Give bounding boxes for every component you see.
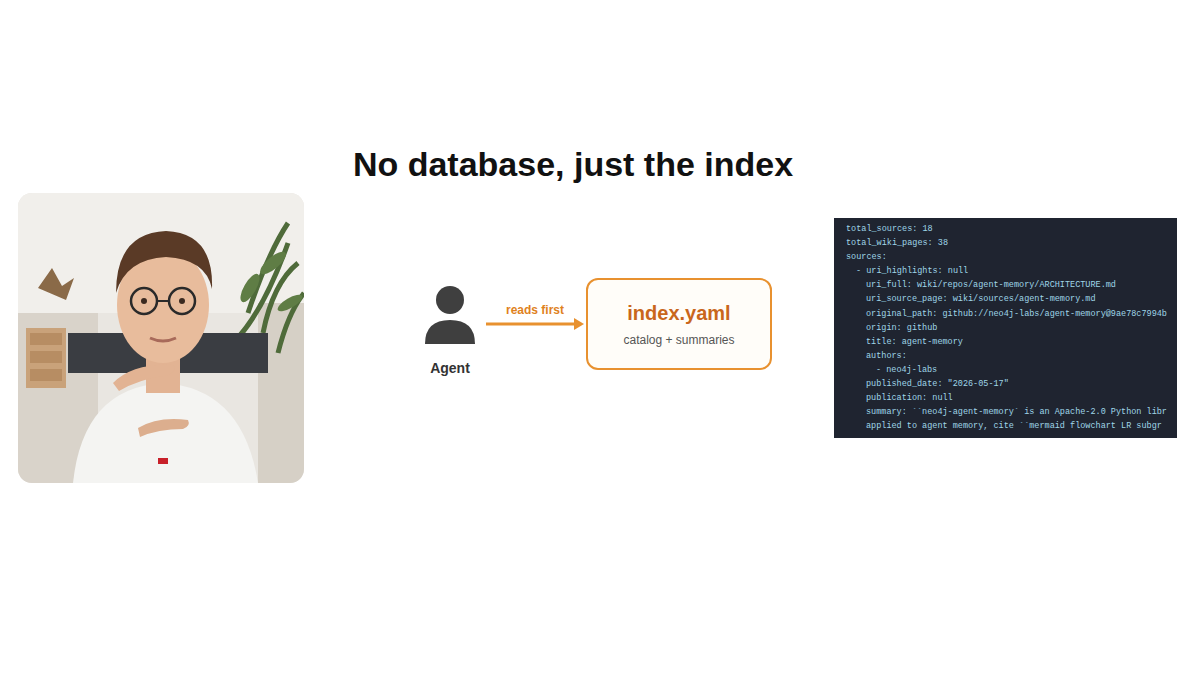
code-line: uri_full: wiki/repos/agent-memory/ARCHIT… bbox=[846, 278, 1167, 292]
file-description: catalog + summaries bbox=[604, 333, 754, 347]
edge-label: reads first bbox=[504, 303, 566, 317]
code-line: origin: github bbox=[846, 321, 1167, 335]
speaker-photo bbox=[18, 193, 304, 483]
code-panel: total_sources: 18total_wiki_pages: 38sou… bbox=[834, 218, 1177, 438]
code-line: authors: bbox=[846, 349, 1167, 363]
code-line: - neo4j-labs bbox=[846, 363, 1167, 377]
code-line: original_path: github://neo4j-labs/agent… bbox=[846, 307, 1167, 321]
arrow-connector bbox=[486, 323, 574, 326]
code-line: summary: ``neo4j-agent-memory` is an Apa… bbox=[846, 405, 1167, 419]
file-name: index.yaml bbox=[604, 302, 754, 325]
code-line: total_wiki_pages: 38 bbox=[846, 236, 1167, 250]
agent-actor: Agent bbox=[422, 284, 478, 376]
code-line: published_date: "2026-05-17" bbox=[846, 377, 1167, 391]
code-line: title: agent-memory bbox=[846, 335, 1167, 349]
code-line: applied to agent memory, cite ``mermaid … bbox=[846, 419, 1167, 433]
arrowhead bbox=[574, 318, 584, 330]
code-line: uri_source_page: wiki/sources/agent-memo… bbox=[846, 292, 1167, 306]
actor-label: Agent bbox=[422, 360, 478, 376]
slide-title: No database, just the index bbox=[0, 145, 1146, 184]
code-line: total_sources: 18 bbox=[846, 222, 1167, 236]
code-line: publication: null bbox=[846, 391, 1167, 405]
file-box: index.yaml catalog + summaries bbox=[586, 278, 772, 370]
person-icon bbox=[422, 284, 478, 346]
code-line: sources: bbox=[846, 250, 1167, 264]
code-line: - uri_highlights: null bbox=[846, 264, 1167, 278]
